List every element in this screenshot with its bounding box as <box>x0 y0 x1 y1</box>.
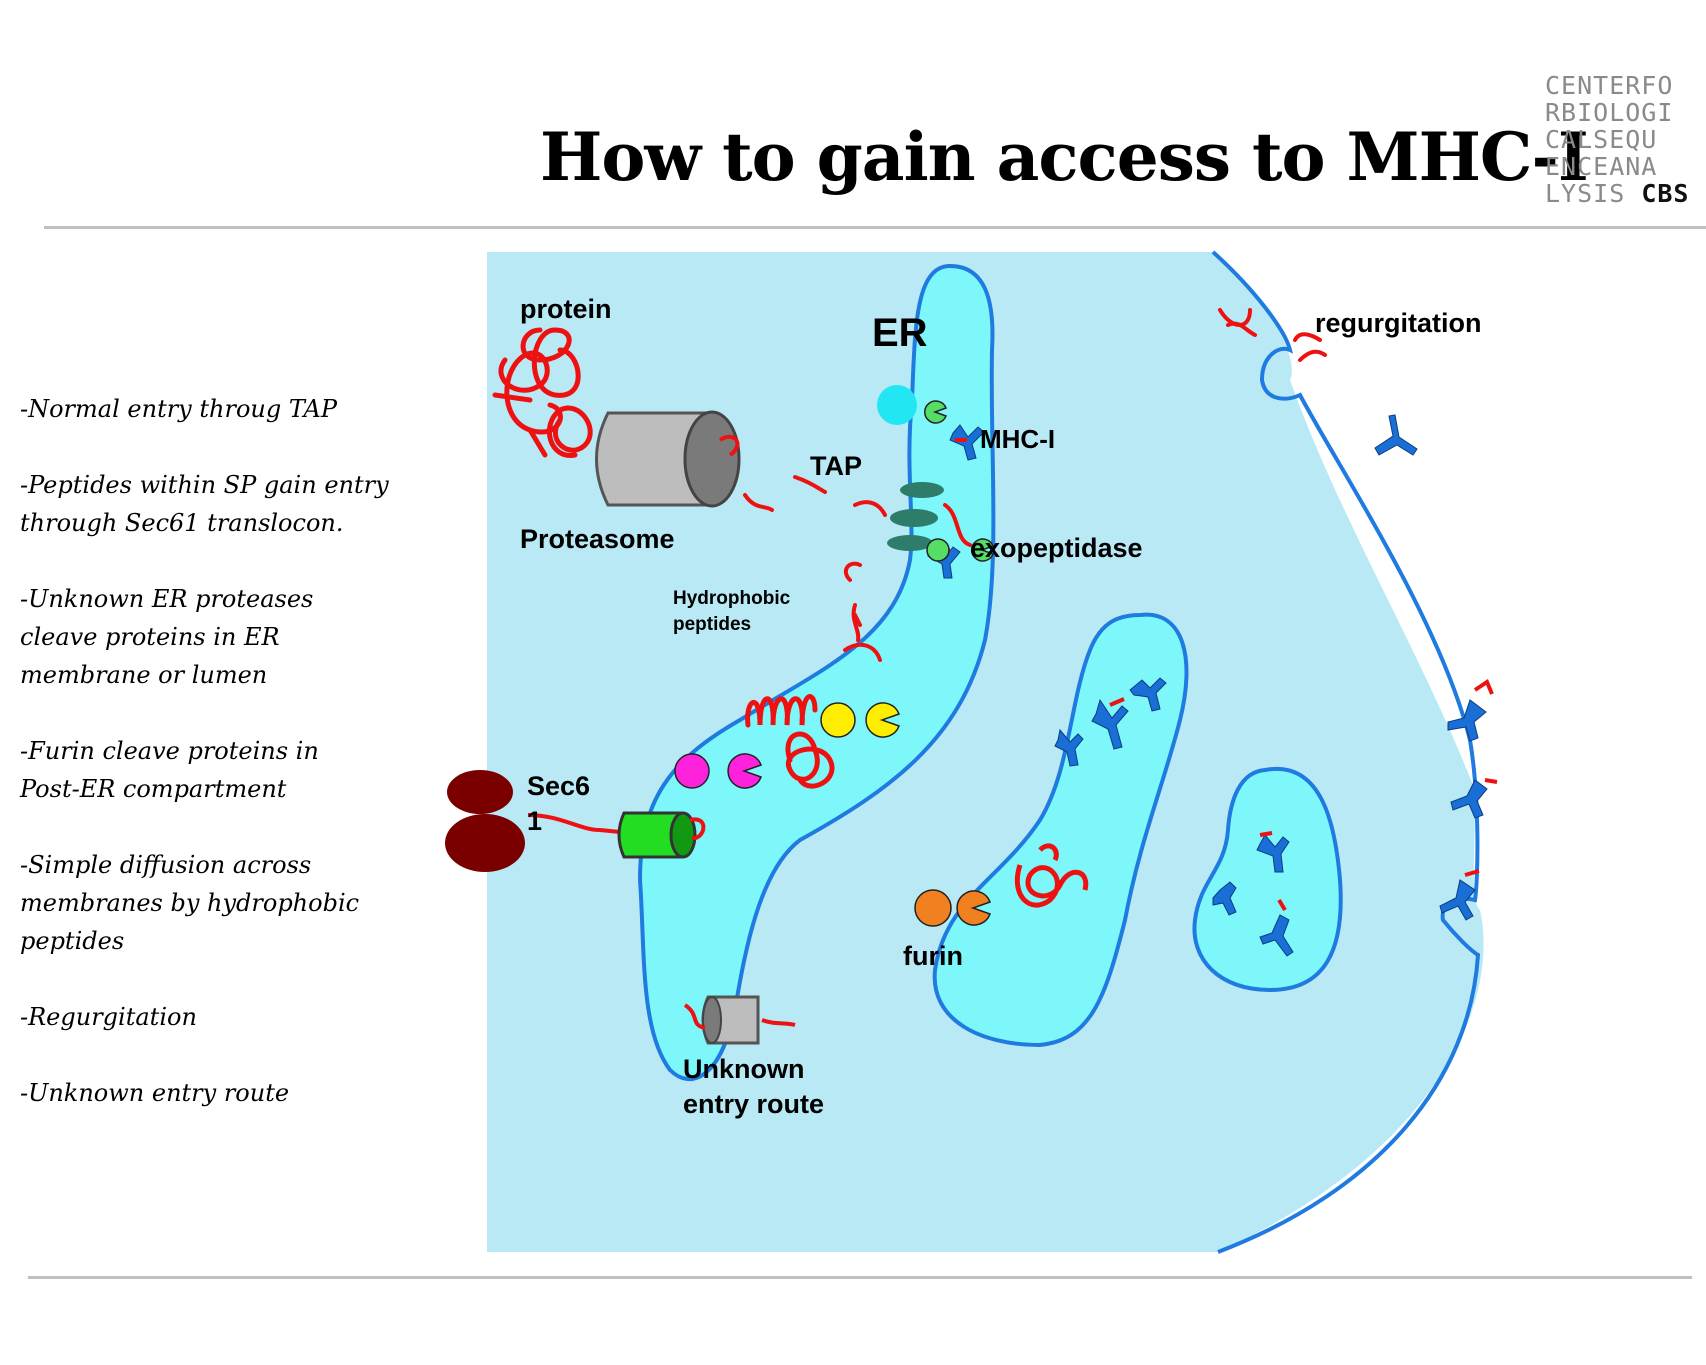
label-exopeptidase: exopeptidase <box>970 533 1143 563</box>
peptide-chain-icon <box>743 308 1327 662</box>
cbs-logo: CENTERFO RBIOLOGI CALSEQU ENCEANA LYSIS … <box>1545 72 1695 207</box>
logo-line-last: LYSIS CBS <box>1545 180 1695 207</box>
label-furin: furin <box>903 941 963 971</box>
label-hydrophobic: Hydrophobic <box>673 588 791 609</box>
vesicle-icon <box>877 385 917 425</box>
label-regurgitation: regurgitation <box>1315 308 1482 338</box>
bullet-item: -Normal entry throug TAP <box>20 395 338 423</box>
bullet-item: -Peptides within SP gain entry through S… <box>20 471 389 537</box>
label-sec61-suffix: 1 <box>527 806 542 836</box>
bullet-item: -Regurgitation <box>20 1003 197 1031</box>
protease-pacman-icon <box>674 400 994 927</box>
footer-divider <box>28 1276 1692 1279</box>
label-unknown-route: entry route <box>683 1089 824 1119</box>
endosome <box>1192 766 1343 993</box>
label-proteasome: Proteasome <box>520 524 675 554</box>
bullet-item: -Unknown entry route <box>20 1079 290 1107</box>
label-er: ER <box>872 311 928 355</box>
tap-transporter-icon <box>887 482 944 551</box>
header-divider <box>44 226 1706 229</box>
proteasome-icon <box>595 410 741 508</box>
sec61-ribosome-icon <box>445 770 621 872</box>
logo-cbs: CBS <box>1641 179 1690 208</box>
bullet-item: -Unknown ER proteases cleave proteins in… <box>20 585 314 689</box>
logo-line: CALSEQU <box>1545 125 1658 154</box>
mhc-molecule-icon <box>927 414 1488 957</box>
unknown-route-proteasome-icon <box>683 995 796 1045</box>
bullet-list: -Normal entry throug TAP -Peptides withi… <box>20 390 480 1150</box>
label-sec61: Sec6 <box>527 771 590 801</box>
furin-substrate-icon <box>1014 843 1089 908</box>
label-protein: protein <box>520 294 612 324</box>
bullet-item: -Simple diffusion across membranes by hy… <box>20 851 360 955</box>
page-title: How to gain access to MHC-I <box>540 118 1589 196</box>
translocon-icon <box>617 811 706 859</box>
label-unknown: Unknown <box>683 1054 805 1084</box>
logo-line: ENCEANA <box>1545 152 1658 181</box>
label-hydrophobic-peptides: peptides <box>673 614 751 635</box>
label-tap: TAP <box>810 451 862 481</box>
post-er-compartment <box>932 612 1189 1048</box>
logo-line: LYSIS <box>1545 179 1642 208</box>
protein-icon <box>492 327 593 458</box>
logo-line: RBIOLOGI <box>1545 98 1674 127</box>
label-mhc: MHC-I <box>980 424 1055 454</box>
logo-line: CENTERFO <box>1545 71 1674 100</box>
bullet-item: -Furin cleave proteins in Post-ER compar… <box>20 737 319 803</box>
hydrophobic-peptide-icon <box>745 694 835 789</box>
